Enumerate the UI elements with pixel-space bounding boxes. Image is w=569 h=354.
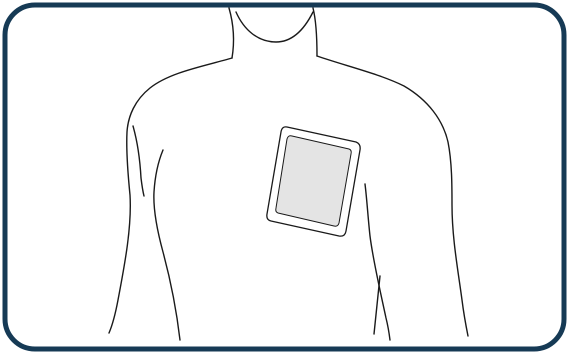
torso-outline-icon	[108, 7, 469, 341]
neck-right-line	[312, 7, 318, 57]
right-lower-line	[373, 275, 381, 335]
neckline-curve	[235, 11, 314, 43]
left-armpit-line	[132, 125, 145, 197]
right-shoulder-line	[316, 55, 469, 337]
skin-patch-icon	[266, 126, 361, 237]
right-chest-line	[364, 183, 391, 341]
left-chest-line	[153, 149, 181, 341]
neck-left-line	[228, 7, 235, 59]
left-shoulder-line	[108, 57, 233, 334]
patch-inner	[275, 135, 352, 227]
